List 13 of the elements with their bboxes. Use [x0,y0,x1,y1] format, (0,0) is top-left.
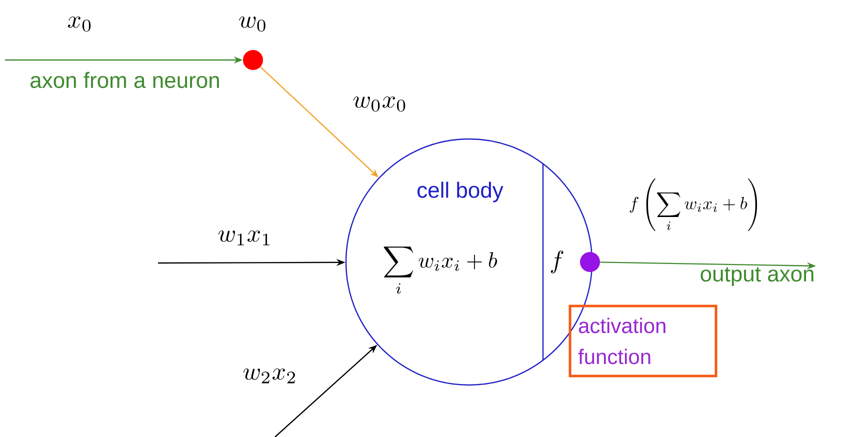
synapse-dot [580,252,600,272]
axon-label: axon from a neuron [30,72,219,88]
axon-label: output axon [700,267,814,286]
cell-body-title: cell body [418,182,504,202]
edge-label: $w_0 x_0$ [353,96,406,112]
activation-symbol: $f$ [550,250,564,274]
edge-label: $f\left(\sum_i w_i x_i + b\right)$ [630,178,758,231]
weight-label: $w_0$ [239,16,266,32]
edge-label: $w_1 x_1$ [218,230,270,246]
activation-box: activation function [568,304,718,378]
edge-label: $w_2 x_2$ [243,368,295,384]
edge-label: $x_0$ [68,16,91,32]
sum-formula: $\sum_i w_i x_i + b$ [384,246,498,294]
